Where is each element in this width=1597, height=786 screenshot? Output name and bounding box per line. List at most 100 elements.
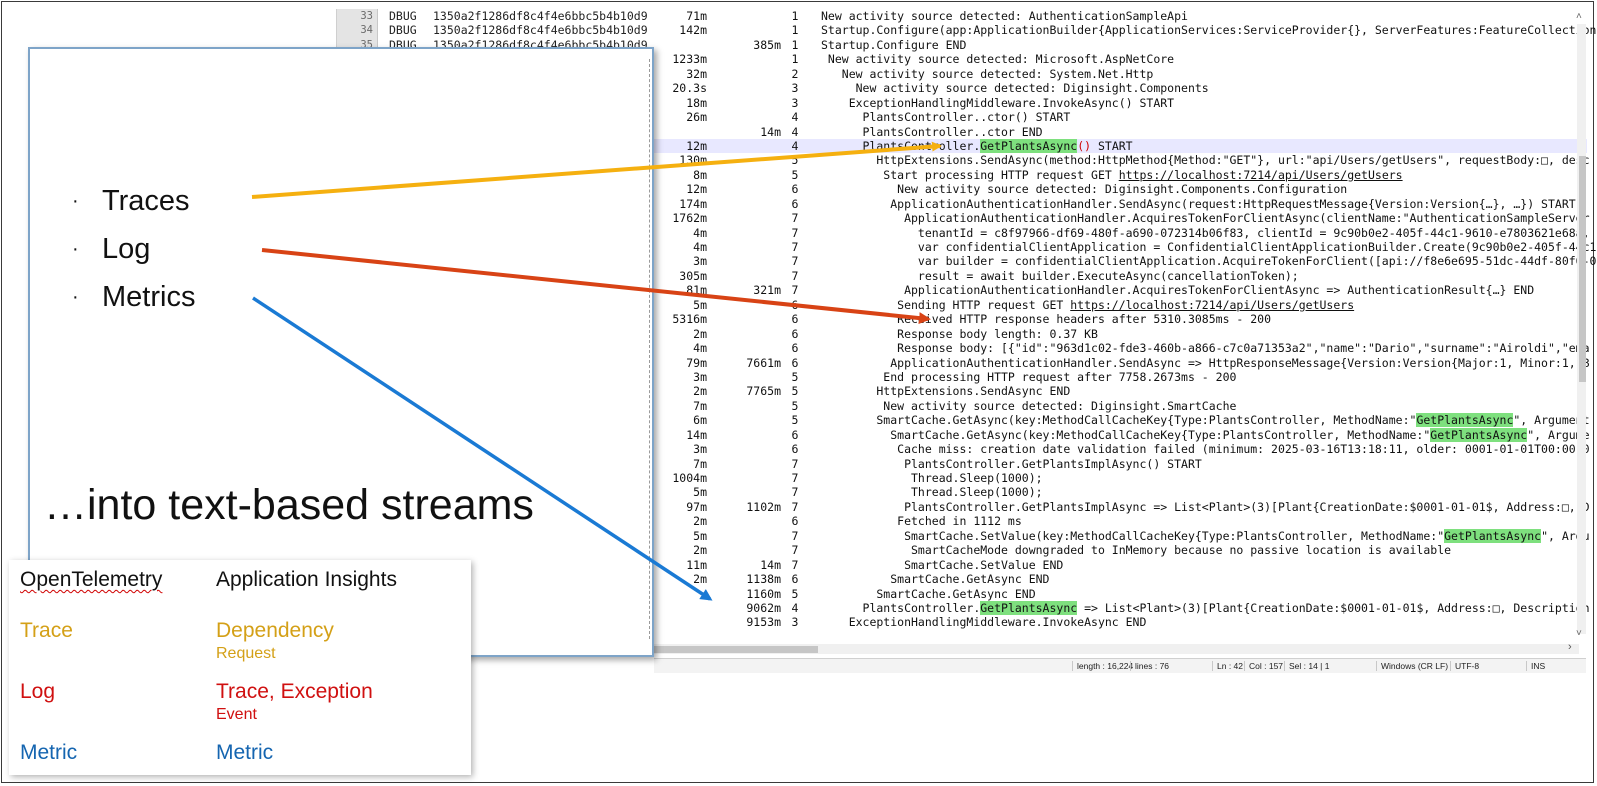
log-level: DBUG [389,23,417,38]
horizontal-scrollbar[interactable] [654,644,1579,654]
depth: 7 [791,543,799,558]
log-link[interactable]: https://localhost:7214/api/Users/getUser… [1118,167,1403,182]
log-line[interactable]: 9153m 3 ExceptionHandlingMiddleware.Invok… [337,615,1587,629]
duration-time: 9153m [746,615,781,630]
depth: 7 [791,283,799,298]
vertical-scrollbar-thumb[interactable] [1579,156,1586,382]
depth: 7 [791,557,799,572]
log-text: var builder = confidentialClientApplicat… [821,254,1597,269]
log-text: PlantsController. [821,138,981,153]
log-text: New activity source detected: Authentica… [821,9,1188,23]
trace-id: 1350a2f1286df8c4f4e6bbc5b4b10d9 [433,23,648,38]
log-message: SmartCache.SetValue END [821,558,1063,572]
bullet-metrics: ·Metrics [72,273,195,321]
search-highlight: GetPlantsAsync [980,138,1078,153]
row-trace-left: Trace [20,619,73,642]
row-log-left: Log [20,680,56,703]
log-message: Sending HTTP request GET https://localho… [821,298,1354,312]
log-message: result = await builder.ExecuteAsync(canc… [821,269,1299,283]
scroll-down-icon[interactable]: ˅ [1576,628,1582,639]
log-text: SmartCache.GetAsync END [821,586,1036,601]
depth: 5 [791,586,799,601]
bullet-dot-icon: · [72,238,79,260]
row-trace-right-sub: Request [216,645,276,662]
log-text: SmartCache.SetValue(key:MethodCallCacheK… [821,528,1445,543]
duration-time: 14m [760,124,781,139]
depth: 5 [791,398,799,413]
line-number: 33 [360,10,373,22]
log-message: Start processing HTTP request GET https:… [821,167,1403,182]
log-message: New activity source detected: Diginsight… [821,81,1209,95]
bullet-dot-icon: · [72,286,79,308]
log-text: SmartCache.GetAsync(key:MethodCallCacheK… [821,413,1417,428]
log-text: Startup.Configure(app:ApplicationBuilder… [821,23,1597,38]
log-message: New activity source detected: Diginsight… [821,399,1236,413]
elapsed-time: 174m [679,196,707,211]
status-col: Col : 157 [1244,661,1283,671]
duration-time: 321m [753,283,781,298]
elapsed-time: 1762m [672,211,707,226]
log-text: SmartCacheMode downgraded to InMemory be… [821,543,1452,558]
log-message: tenantId = c8f97966-df69-480f-a690-07231… [821,226,1590,240]
log-message: ExceptionHandlingMiddleware.InvokeAsync … [821,615,1147,629]
depth: 5 [791,384,799,399]
log-link[interactable]: https://localhost:7214/api/Users/getUser… [1070,297,1355,312]
horizontal-scrollbar-thumb[interactable] [654,646,818,653]
elapsed-time: 1233m [672,52,707,67]
log-message: SmartCacheMode downgraded to InMemory be… [821,543,1451,557]
scroll-up-icon[interactable]: ˄ [1576,11,1582,22]
log-text: Start processing HTTP request GET [821,167,1119,182]
depth: 6 [791,427,799,442]
log-level: DBUG [389,9,417,23]
search-highlight: GetPlantsAsync [980,600,1078,615]
depth: 7 [791,528,799,543]
log-message: SmartCache.GetAsync END [821,572,1049,586]
log-message: PlantsController.GetPlantsAsync() START [821,138,1133,153]
log-message: Response body: [{"id":"963d1c02-fde3-460… [821,341,1589,355]
log-text: New activity source detected: Diginsight… [821,182,1348,197]
row-trace-right: Dependency [216,619,334,642]
duration-time: 7661m [746,355,781,370]
log-text: ExceptionHandlingMiddleware.InvokeAsync(… [821,95,1175,110]
depth: 3 [791,615,799,630]
depth: 6 [791,572,799,587]
depth: 6 [791,196,799,211]
status-sel: Sel : 14 | 1 [1284,661,1329,671]
log-text: var confidentialClientApplication = Conf… [821,240,1597,254]
scroll-right-icon[interactable]: › [1568,641,1572,653]
log-message: SmartCache.GetAsync(key:MethodCallCacheK… [821,427,1590,442]
status-bar: length : 16,224 lines : 76 Ln : 42 Col :… [654,658,1586,673]
depth: 7 [791,456,799,471]
log-message: Fetched in 1112 ms [821,514,1022,528]
log-text: New activity source detected: Diginsight… [821,81,1209,96]
log-message: Received HTTP response headers after 531… [821,312,1271,326]
duration-time: 14m [760,557,781,572]
log-text: ApplicationAuthenticationHandler.Acquire… [821,211,1590,226]
log-message: New activity source detected: Diginsight… [821,182,1347,196]
